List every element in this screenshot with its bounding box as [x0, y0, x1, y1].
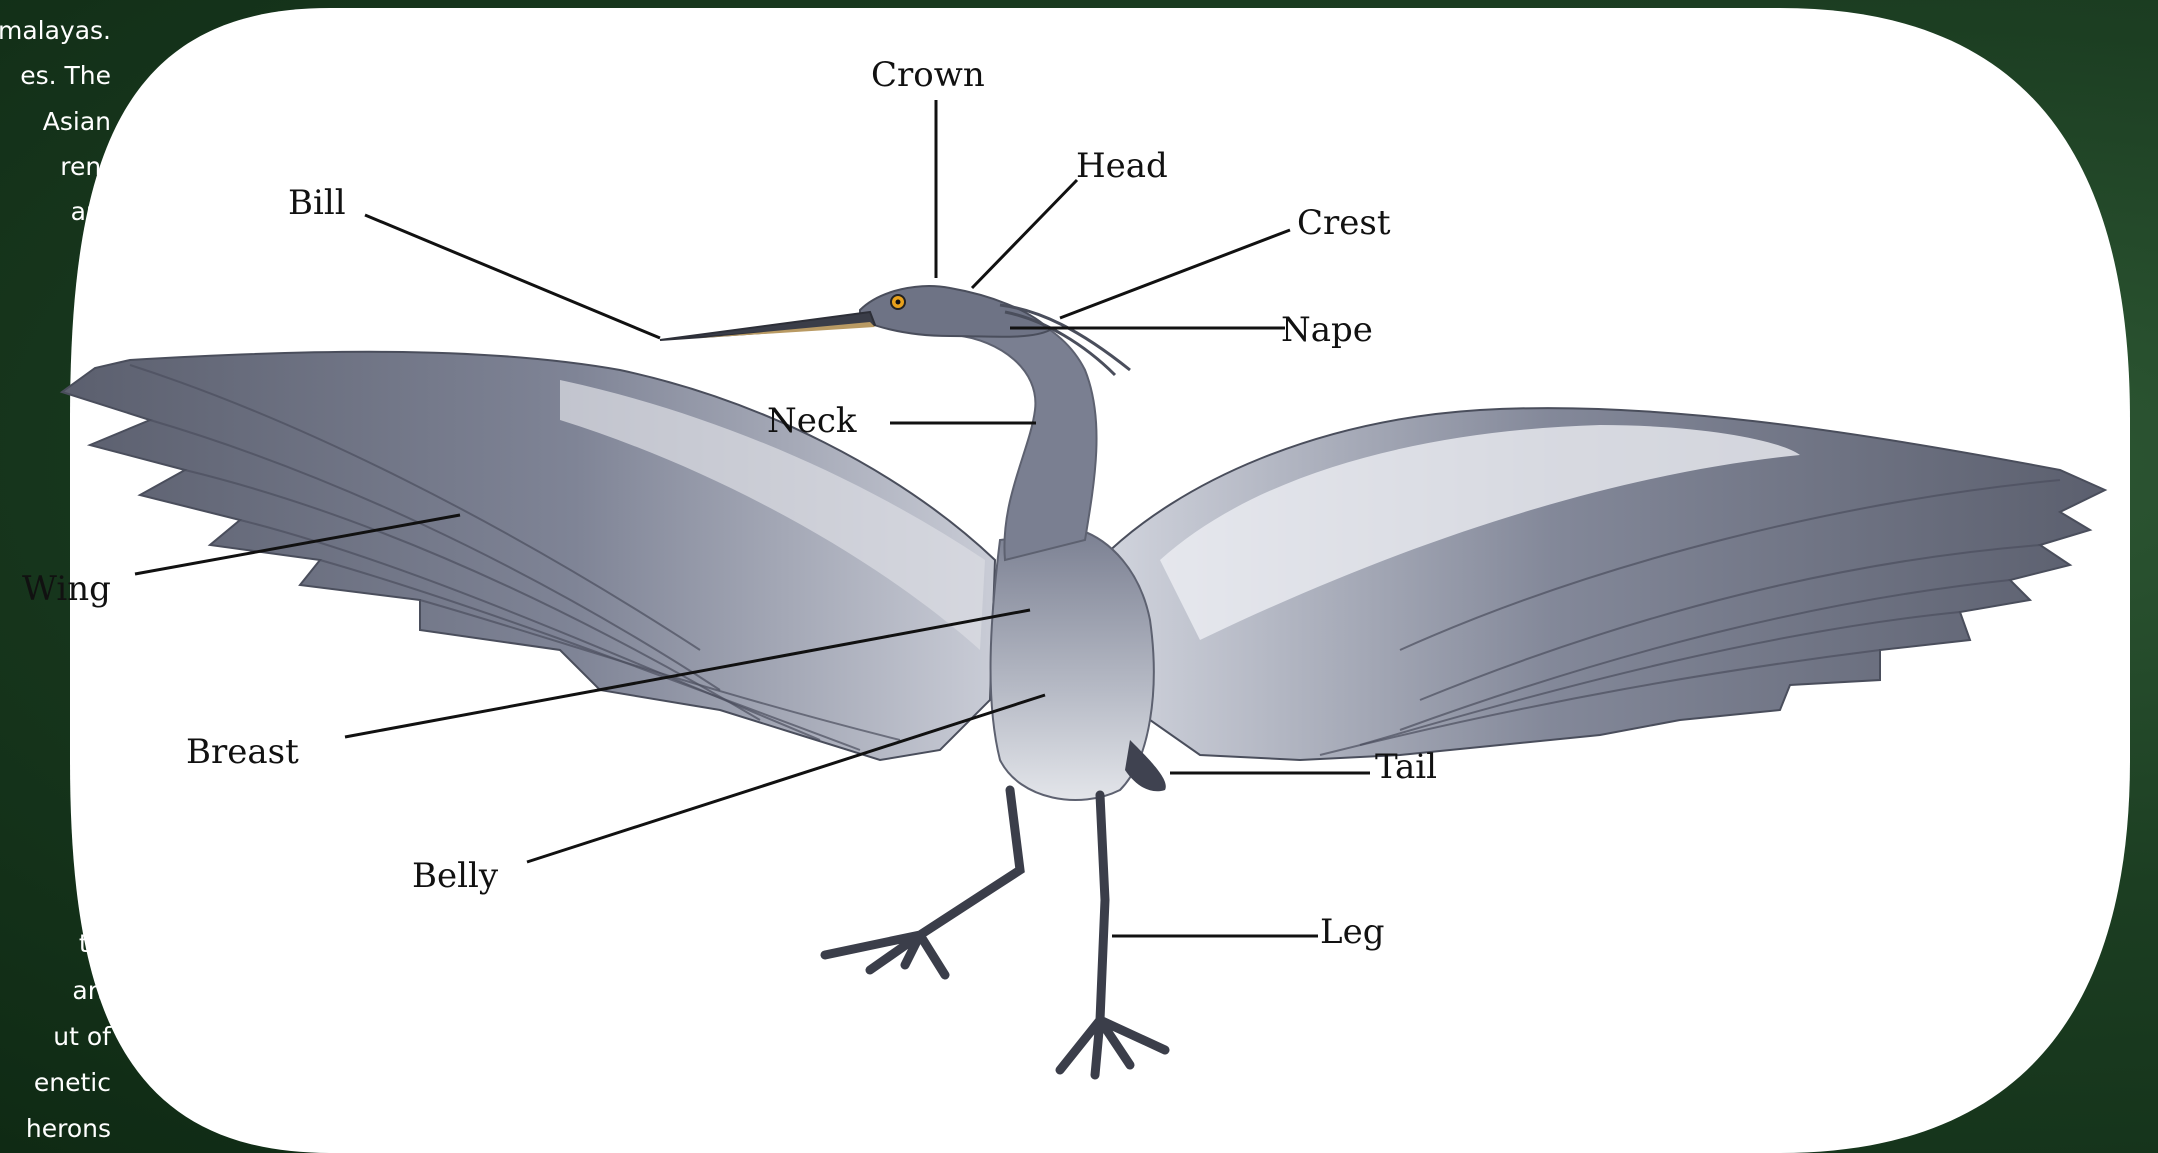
label-wing: Wing: [22, 569, 111, 609]
label-crest: Crest: [1297, 203, 1391, 243]
label-nape: Nape: [1281, 310, 1373, 350]
label-head: Head: [1076, 146, 1168, 186]
label-leg: Leg: [1320, 912, 1384, 952]
label-neck: Neck: [767, 401, 857, 441]
label-crown: Crown: [871, 55, 985, 95]
label-bill: Bill: [288, 183, 346, 223]
label-breast: Breast: [186, 732, 299, 772]
label-tail: Tail: [1375, 747, 1437, 787]
label-belly: Belly: [412, 856, 499, 896]
